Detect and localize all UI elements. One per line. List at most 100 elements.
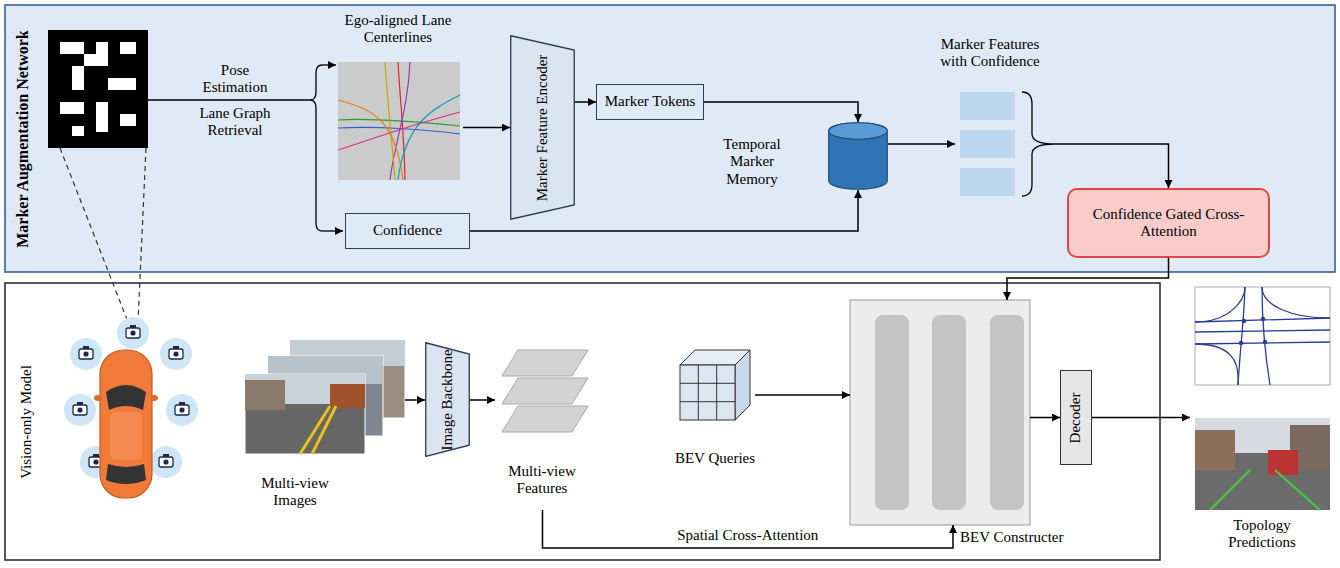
prediction-views [1210, 470, 1320, 510]
marker-tag [84, 54, 96, 66]
flow-arrow [1030, 417, 1060, 419]
label-holder: Marker Feature Encoder [534, 54, 551, 201]
feature-maps [502, 378, 588, 404]
centerline-map [338, 100, 403, 180]
flow-arrow [1007, 258, 1169, 300]
label-holder: Image Backbone [439, 349, 456, 450]
constructor-block [850, 300, 1030, 525]
node-label: Marker Feature Encoder [534, 54, 551, 201]
panel-ground [5, 5, 1335, 560]
feature-token-stack [960, 92, 1015, 120]
backbone-trapezoid: Image Backbone [425, 342, 470, 457]
centerline-map [338, 112, 460, 150]
flow-arrow [1055, 144, 1169, 188]
label-holder: Ego-aligned Lane Centerlines [344, 12, 452, 47]
ego-vehicle [64, 317, 198, 498]
marker-tag [72, 66, 84, 90]
prediction-views [1195, 287, 1330, 385]
prediction-views [1261, 317, 1265, 321]
prediction-views [1195, 418, 1330, 510]
constructor-block [875, 315, 909, 510]
node-label: Vision-only Model [18, 365, 35, 479]
ego-vehicle [70, 338, 102, 370]
label-holder: Decoder [1067, 392, 1084, 443]
node-label: Temporal Marker Memory [704, 136, 800, 188]
marker-tag [48, 30, 148, 148]
marker-tag [96, 42, 108, 66]
camera-photos [330, 384, 365, 408]
dashed-sightline [60, 148, 146, 322]
flow-arrow [463, 127, 510, 129]
node-label: Ego-aligned Lane Centerlines [344, 12, 452, 47]
flow-arrow [405, 399, 425, 401]
node-label: Multi-view Images [250, 475, 340, 510]
label-holder: BEV Constructer [960, 529, 1063, 546]
flow-arrow [543, 510, 954, 548]
dashed-sightline [60, 148, 128, 322]
camera-photos [245, 340, 405, 454]
feature-maps [502, 350, 588, 376]
query-grid-cube [680, 365, 735, 420]
prediction-views [1195, 287, 1330, 385]
marker-tag [120, 42, 136, 54]
trapezoid-outline [511, 36, 575, 220]
marker-tag [48, 30, 148, 148]
trapezoid-outline [426, 343, 470, 457]
node-label: Multi-view Features [497, 463, 587, 498]
label-holder: Topology Predictions [1217, 517, 1307, 552]
feature-token-stack [960, 130, 1015, 158]
prediction-views [1239, 341, 1243, 345]
dashed-sightline [138, 148, 146, 322]
ego-vehicle [94, 395, 102, 401]
marker-tag [108, 78, 136, 90]
ego-vehicle [117, 317, 149, 349]
annotation-holder: Pose Estimation [195, 62, 275, 97]
ego-vehicle [110, 412, 142, 460]
node-label: Topology Predictions [1217, 517, 1307, 552]
label-holder: Confidence Gated Cross-Attention [1069, 190, 1268, 256]
feature-maps [502, 406, 588, 432]
annotation-holder: Lane Graph Retrieval [195, 105, 275, 140]
prediction-views [1195, 430, 1235, 470]
cylinder-top [829, 123, 888, 140]
constructor-block [850, 300, 1030, 525]
flow-arrow [704, 102, 858, 122]
edge-label: Spatial Cross-Attention [677, 527, 818, 544]
centerline-map [398, 95, 460, 180]
flow-arrow [1092, 417, 1190, 419]
node-label: Marker Features with Confidence [930, 36, 1050, 71]
camera-photos [245, 374, 365, 454]
node-label: Decoder [1067, 392, 1084, 443]
label-holder: Confidence [346, 214, 469, 248]
prediction-views [1242, 319, 1246, 323]
ego-vehicle [64, 394, 96, 426]
node-label: Confidence Gated Cross-Attention [1077, 206, 1260, 241]
cylinder-outline [828, 122, 888, 190]
constructor-block [932, 315, 966, 510]
encoder-trapezoid: Marker Feature Encoder [510, 35, 575, 220]
marker-tag [96, 102, 108, 132]
query-grid-cube [735, 350, 750, 420]
feature-group: Marker Features with Confidence [955, 88, 1055, 200]
feature-token-stack [960, 92, 1055, 196]
label-holder: BEV Queries [665, 450, 765, 467]
constructor-block [990, 315, 1024, 510]
label-holder: Multi-view Features [497, 463, 587, 498]
label-holder: Marker Features with Confidence [930, 36, 1050, 71]
label-holder: Marker Tokens [597, 85, 703, 119]
flow-arrow [755, 394, 850, 396]
edge-label-holder: Spatial Cross-Attention [674, 527, 821, 544]
feature-node: Multi-view Features [495, 345, 590, 510]
memory-cylinder: Temporal Marker Memory [828, 122, 888, 190]
label-holder: Marker Augmentation Network [14, 30, 32, 247]
feature-token-stack [1022, 92, 1055, 196]
annotation-label: Pose Estimation [195, 62, 275, 97]
ego-vehicle [160, 338, 192, 370]
network-panel: Ego-aligned Lane CenterlinesMarker Featu… [5, 5, 1335, 272]
marker-branch-lines [148, 99, 310, 100]
node-label: Marker Augmentation Network [14, 30, 32, 247]
flow-arrow [888, 143, 955, 145]
camera-photos [245, 380, 285, 410]
prediction-views [1195, 287, 1330, 510]
